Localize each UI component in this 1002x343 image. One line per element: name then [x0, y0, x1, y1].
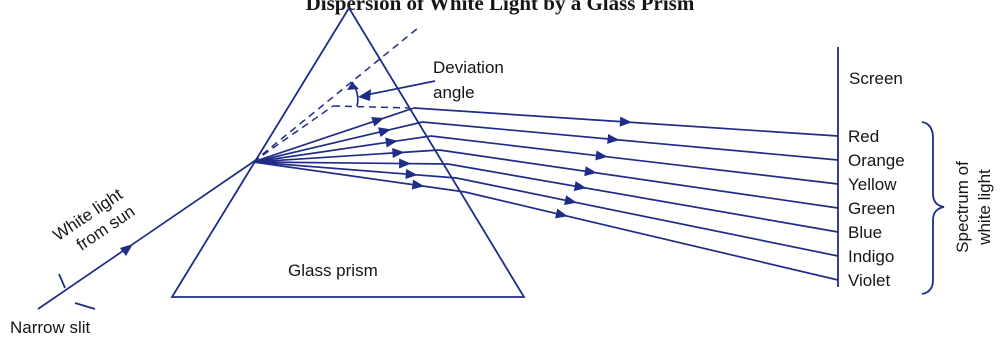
- deviation-label-line2: angle: [433, 83, 475, 102]
- color-label-red: Red: [848, 127, 879, 146]
- deviation-label-line1: Deviation: [433, 58, 504, 77]
- color-label-indigo: Indigo: [848, 247, 894, 266]
- emergent-arrow-yellow: [595, 150, 608, 161]
- color-label-blue: Blue: [848, 223, 882, 242]
- internal-arrow-indigo: [405, 169, 418, 179]
- internal-ray-red: [252, 107, 415, 163]
- deviation-pointer-arrowhead: [358, 89, 371, 101]
- normal-dashed-line: [252, 105, 334, 163]
- emergent-arrow-indigo: [564, 195, 577, 206]
- incident-ray-arrowhead: [120, 244, 133, 256]
- color-label-yellow: Yellow: [848, 175, 897, 194]
- internal-arrow-red: [371, 117, 385, 127]
- slit-mark-upper: [58, 273, 66, 289]
- color-label-green: Green: [848, 199, 895, 218]
- color-label-orange: Orange: [848, 151, 905, 170]
- spectrum-label-line1: Spectrum of: [953, 161, 972, 253]
- incident-white-light-ray: [37, 161, 254, 310]
- deviation-pointer-line: [365, 80, 436, 96]
- internal-ray-blue: [252, 161, 449, 165]
- slit-mark-lower: [74, 302, 96, 310]
- internal-ray-indigo: [252, 161, 457, 179]
- emergent-extension-line: [332, 105, 411, 109]
- emergent-arrow-violet: [555, 208, 568, 219]
- title-fragment: Dispersion of White Light by a Glass Pri…: [306, 0, 695, 15]
- emergent-ray-green: [439, 149, 839, 209]
- dispersed-rays: [252, 107, 839, 281]
- glass-prism-outline: [170, 6, 526, 298]
- emergent-arrow-orange: [607, 133, 620, 144]
- emergent-ray-blue: [447, 163, 839, 233]
- internal-arrow-blue: [399, 158, 412, 169]
- color-label-violet: Violet: [848, 271, 890, 290]
- emergent-ray-orange: [422, 121, 839, 161]
- glass-prism-label: Glass prism: [288, 261, 378, 280]
- narrow-slit-label: Narrow slit: [10, 318, 91, 337]
- emergent-arrow-red: [619, 116, 632, 127]
- emergent-ray-yellow: [430, 135, 839, 185]
- emergent-arrow-green: [584, 166, 597, 177]
- deviation-arc-arrowhead: [347, 82, 359, 90]
- internal-ray-orange: [252, 121, 423, 163]
- emergent-arrow-blue: [573, 181, 587, 192]
- internal-arrow-yellow: [385, 137, 398, 148]
- screen-label: Screen: [849, 69, 903, 88]
- spectrum-brace: [921, 121, 945, 295]
- internal-arrow-green: [392, 148, 405, 159]
- internal-ray-yellow: [252, 135, 432, 163]
- emergent-ray-violet: [464, 191, 839, 281]
- spectrum-label-line2: white light: [975, 169, 994, 246]
- internal-arrow-orange: [378, 127, 391, 138]
- internal-ray-violet: [252, 161, 466, 193]
- internal-ray-green: [252, 149, 440, 163]
- internal-arrow-violet: [411, 179, 425, 190]
- emergent-ray-indigo: [456, 177, 839, 257]
